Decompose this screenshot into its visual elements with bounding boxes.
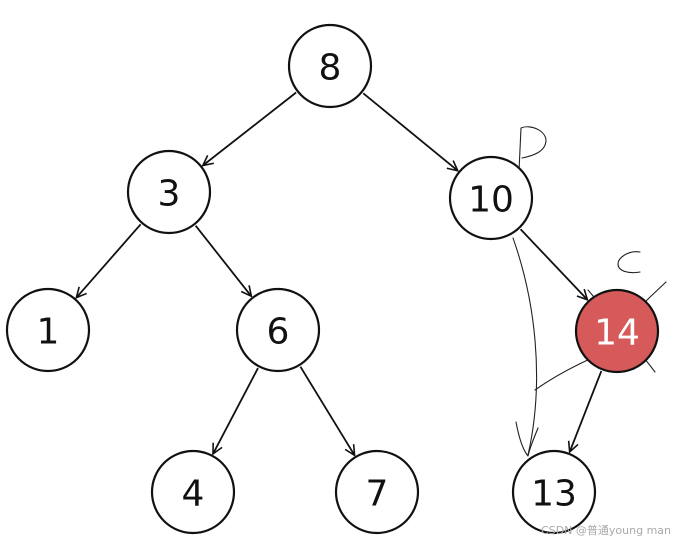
node-circle xyxy=(5,287,91,373)
node-label: 6 xyxy=(267,312,290,353)
tree-node-8: 8 xyxy=(287,23,373,109)
node-label: 3 xyxy=(158,174,181,215)
tree-node-7: 7 xyxy=(334,449,420,535)
tree-node-10: 10 xyxy=(448,155,534,241)
handwritten-annotations xyxy=(512,126,667,457)
edge-n8-n10 xyxy=(362,92,457,170)
edge-n14-n13 xyxy=(570,370,603,452)
tree-edges xyxy=(76,91,603,456)
rewire-link xyxy=(534,357,593,391)
edge-n6-n7 xyxy=(299,366,354,456)
edge-n3-n6 xyxy=(194,225,252,297)
current-mark-c xyxy=(617,251,641,274)
edge-n3-n1 xyxy=(76,223,142,297)
parent-mark-p xyxy=(517,126,547,194)
node-label: 4 xyxy=(182,474,205,515)
node-circle xyxy=(150,449,236,535)
edge-n10-n14 xyxy=(519,228,588,300)
node-label: 7 xyxy=(366,474,389,515)
node-circle xyxy=(448,155,534,241)
tree-node-6: 6 xyxy=(235,287,321,373)
node-circle xyxy=(126,149,212,235)
rewire-curve xyxy=(512,237,538,456)
node-circle xyxy=(334,449,420,535)
node-label: 8 xyxy=(319,48,342,89)
edge-n6-n4 xyxy=(213,367,259,454)
node-label: 1 xyxy=(37,312,60,353)
edge-n8-n3 xyxy=(203,91,297,166)
node-label: 13 xyxy=(531,474,577,515)
node-circle xyxy=(287,23,373,109)
rewire-curve-arrowhead xyxy=(515,421,539,457)
watermark: CSDN @普通young man xyxy=(541,524,671,537)
tree-node-13: 13 xyxy=(511,449,597,535)
node-label: 14 xyxy=(594,313,640,354)
node-label: 10 xyxy=(468,180,514,221)
tree-node-14: 14 xyxy=(574,288,660,374)
node-circle xyxy=(511,449,597,535)
tree-node-3: 3 xyxy=(126,149,212,235)
tree-node-1: 1 xyxy=(5,287,91,373)
tree-node-4: 4 xyxy=(150,449,236,535)
tree-nodes: 8 3 10 1 6 14 4 7 13 xyxy=(5,23,660,535)
node-circle xyxy=(574,288,660,374)
node-circle xyxy=(235,287,321,373)
